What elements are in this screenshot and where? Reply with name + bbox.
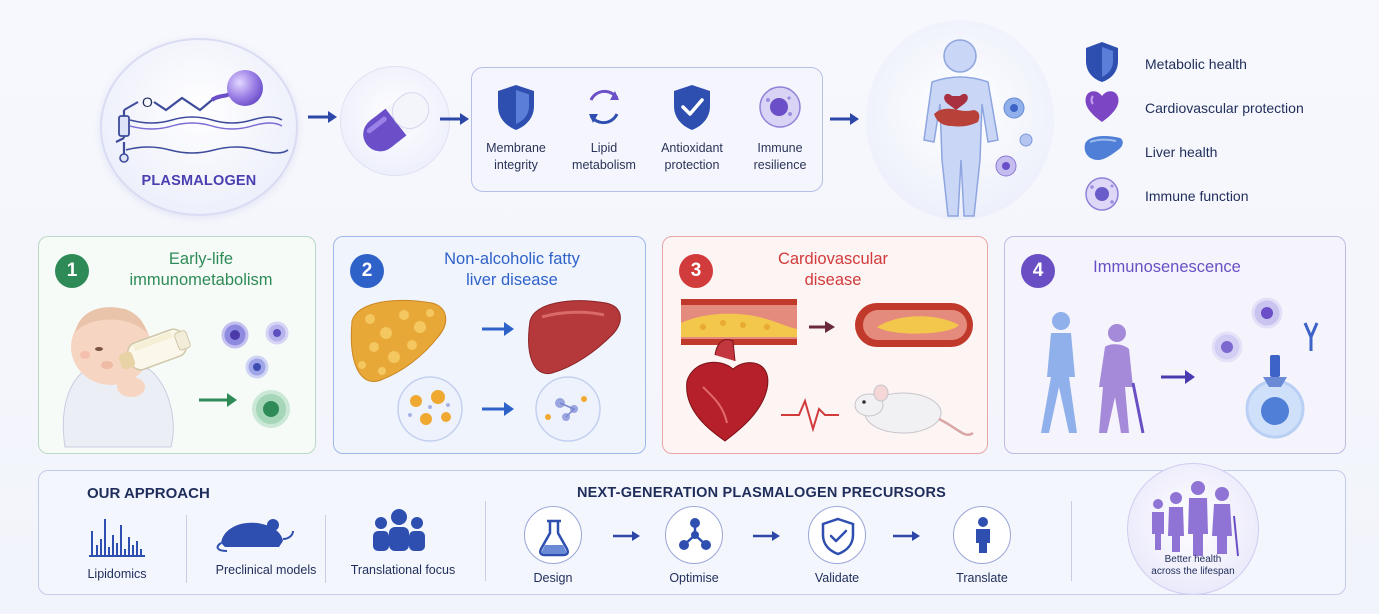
cycle-arrows-icon <box>589 89 619 125</box>
card-cardiovascular: 3 Cardiovascular disease <box>662 236 988 454</box>
legend-label: Cardiovascular protection <box>1145 100 1304 116</box>
cardio-illustration <box>681 299 974 442</box>
plasmalogen-label: PLASMALOGEN <box>141 173 257 189</box>
card-title: Cardiovascular disease <box>723 249 943 291</box>
card-title: Immunosenescence <box>1067 257 1267 278</box>
arrow-right-icon <box>893 531 920 541</box>
mechanism-label-2: metabolism <box>572 158 636 172</box>
mechanism-label-2: resilience <box>753 158 807 172</box>
molecule-icon: O <box>115 70 289 163</box>
divider <box>325 515 326 583</box>
arrow-right-icon <box>440 113 469 125</box>
step-label: Validate <box>814 571 860 585</box>
mechanism-label-2: protection <box>664 158 720 172</box>
legend-item-metabolic: Metabolic health <box>1082 40 1372 84</box>
card-number: 1 <box>55 254 89 288</box>
card-nafld: 2 Non-alcoholic fatty liver disease <box>333 236 646 454</box>
people-icon <box>373 509 425 551</box>
card-early-life: 1 Early-life immunometabolism <box>38 236 316 454</box>
legend-label: Metabolic health <box>1145 56 1247 72</box>
mouse-icon <box>216 519 294 552</box>
shield-icon <box>1086 42 1118 82</box>
human-body-icon <box>923 39 1033 217</box>
step-translate <box>953 506 1011 564</box>
card-title-line1: Non-alcoholic fatty <box>444 250 580 268</box>
top-pathway: O PLASMALOGEN <box>0 0 1379 225</box>
legend-label: Liver health <box>1145 144 1218 160</box>
card-number: 4 <box>1021 254 1055 288</box>
plasmalogen-molecule: O PLASMALOGEN <box>100 38 298 216</box>
mechanism-membrane: Membrane integrity <box>472 82 560 174</box>
approach-label: Preclinical models <box>215 563 317 577</box>
legend-item-liver: Liver health <box>1082 128 1372 172</box>
legend-item-immune: Immune function <box>1082 172 1372 216</box>
arrow-right-icon <box>613 531 640 541</box>
divider <box>1071 501 1072 581</box>
shield-check-icon <box>821 517 855 556</box>
card-title: Non-alcoholic fatty liver disease <box>392 249 632 291</box>
approach-panel: OUR APPROACH NEXT-GENERATION PLASMALOGEN… <box>38 463 1346 595</box>
flask-icon <box>538 519 570 557</box>
arrow-right-icon <box>753 531 780 541</box>
precursors-title: NEXT-GENERATION PLASMALOGEN PRECURSORS <box>577 485 947 501</box>
immune-cell-icon <box>759 86 801 128</box>
lifespan-outcome: Better health across the lifespan <box>1127 463 1259 595</box>
card-number: 2 <box>350 254 384 288</box>
card-title-line1: Early-life <box>168 250 234 268</box>
card-title: Early-life immunometabolism <box>101 249 301 291</box>
lifespan-line2: across the lifespan <box>1151 566 1235 577</box>
card-immunosenescence: 4 Immunosenescence <box>1004 236 1346 454</box>
legend-item-cardio: Cardiovascular protection <box>1082 84 1372 128</box>
card-number: 3 <box>679 254 713 288</box>
capsule <box>340 66 450 176</box>
card-title-line1: Immunosenescence <box>1093 258 1241 276</box>
molecule-icon <box>679 518 711 550</box>
divider <box>485 501 486 581</box>
approach-label: Translational focus <box>350 563 456 577</box>
capsule-icon <box>363 92 430 152</box>
shield-icon <box>498 85 534 130</box>
liver-illustration <box>350 299 621 442</box>
mechanism-lipid: Lipid metabolism <box>560 82 648 174</box>
human-body <box>866 20 1054 220</box>
step-label: Translate <box>956 571 1008 585</box>
person-icon <box>976 517 990 553</box>
shield-check-icon <box>674 85 710 130</box>
step-design <box>524 506 582 564</box>
card-title-line2: liver disease <box>466 271 558 289</box>
baby-illustration <box>62 307 290 448</box>
immune-cell-icon <box>1085 177 1119 211</box>
mechanism-label-2: integrity <box>494 158 538 172</box>
mechanism-label-1: Lipid <box>590 141 618 155</box>
step-label: Design <box>533 571 573 585</box>
mechanism-label-1: Immune <box>757 141 803 155</box>
step-label: Optimise <box>669 571 719 585</box>
legend-label: Immune function <box>1145 188 1249 204</box>
mechanisms-panel: Membrane integrity Lipid metabolism Antiox… <box>471 67 823 192</box>
mechanism-antioxidant: Antioxidant protection <box>648 82 736 174</box>
approach-title: OUR APPROACH <box>87 485 210 502</box>
legend: Metabolic health Cardiovascular protecti… <box>1082 40 1372 216</box>
arrow-right-icon <box>830 113 859 125</box>
mechanism-immune: Immune resilience <box>736 82 824 174</box>
divider <box>186 515 187 583</box>
heart-icon <box>1085 91 1119 122</box>
lifespan-line1: Better health <box>1164 554 1222 565</box>
aging-illustration <box>1041 297 1319 439</box>
bar-chart-icon <box>89 519 145 557</box>
step-validate <box>808 506 866 564</box>
card-title-line2: disease <box>804 271 862 289</box>
arrow-right-icon <box>308 111 337 123</box>
approach-label: Lipidomics <box>87 567 147 581</box>
mechanism-label-1: Membrane <box>486 141 546 155</box>
svg-text:O: O <box>142 94 153 110</box>
lifespan-label: Better health across the lifespan <box>1128 554 1258 578</box>
step-optimise <box>665 506 723 564</box>
card-title-line2: immunometabolism <box>129 271 273 289</box>
mechanism-label-1: Antioxidant <box>661 141 723 155</box>
family-icon <box>1152 481 1239 557</box>
card-title-line1: Cardiovascular <box>777 250 889 268</box>
liver-icon <box>1084 136 1123 160</box>
